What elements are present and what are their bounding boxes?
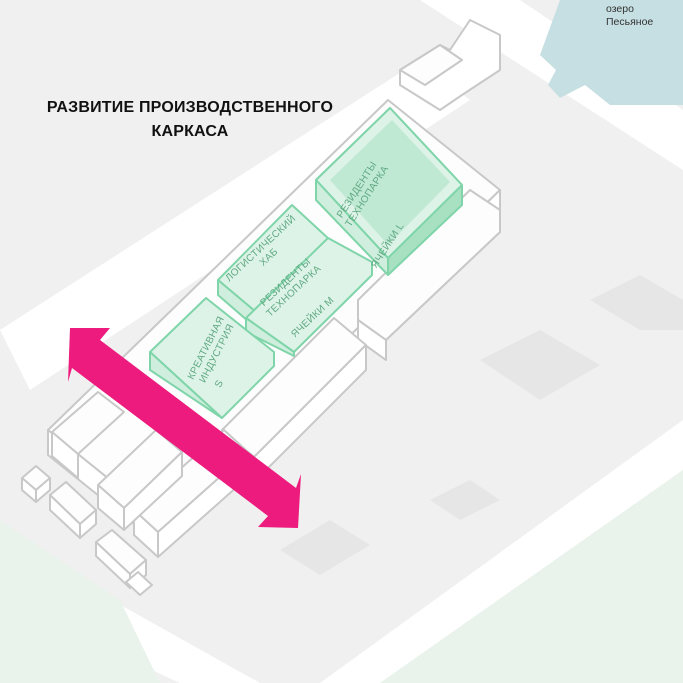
block-outline-corner bbox=[51, 391, 125, 479]
lake-label-line-2: Песьяное bbox=[606, 16, 654, 28]
title-line-1: РАЗВИТИЕ ПРОИЗВОДСТВЕННОГО bbox=[46, 99, 334, 116]
small-building-1 bbox=[21, 465, 51, 503]
title-line-2: КАРКАСА bbox=[151, 123, 229, 140]
ground-block bbox=[280, 520, 370, 575]
block-outline-right bbox=[357, 189, 501, 361]
double-arrow-icon bbox=[68, 328, 301, 528]
label-creative-size: S bbox=[213, 378, 226, 389]
ground-block bbox=[430, 480, 500, 520]
road-lower bbox=[320, 420, 683, 683]
block-outline-left bbox=[97, 429, 183, 531]
ground-block bbox=[590, 275, 683, 330]
lake bbox=[540, 0, 683, 105]
small-building-3 bbox=[95, 529, 153, 596]
building-outline-north bbox=[399, 19, 501, 111]
page-title: РАЗВИТИЕ ПРОИЗВОДСТВЕННОГО КАРКАСА bbox=[0, 96, 380, 144]
park-right bbox=[380, 470, 683, 683]
lake-label-line-1: озеро bbox=[606, 3, 634, 15]
park-left bbox=[0, 520, 160, 683]
lake-label: озеро Песьяное bbox=[606, 3, 653, 29]
ground-block bbox=[480, 330, 600, 400]
small-building-2 bbox=[49, 481, 97, 539]
zone-residents-m bbox=[245, 237, 373, 357]
zone-creative bbox=[149, 297, 275, 419]
zone-residents-l bbox=[315, 107, 463, 276]
